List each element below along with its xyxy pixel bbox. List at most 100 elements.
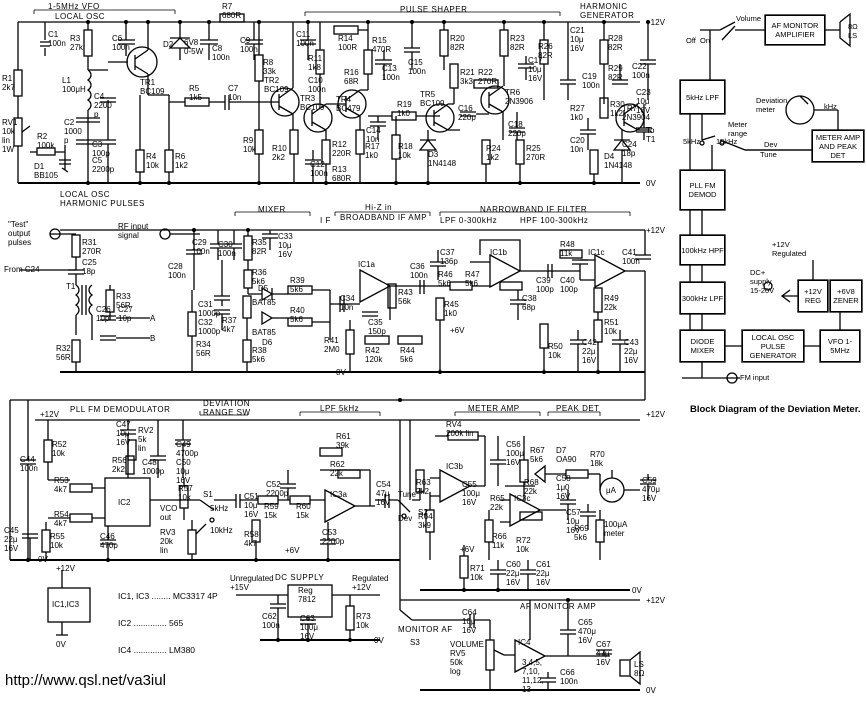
r19-label: R19 1k0 — [397, 100, 412, 118]
section-peak-det-label: PEAK DET — [556, 404, 600, 413]
vco-label: VCO out — [160, 504, 178, 522]
r72-label: R72 10k — [516, 536, 531, 554]
ic3c-label: IC3c — [514, 494, 531, 503]
c23-label: C23 10μ 16V — [636, 88, 651, 115]
c5-label: C5 2200p — [92, 156, 115, 174]
rail-6v-meter: +6V — [460, 545, 475, 554]
c66-label: C66 100n — [560, 668, 578, 686]
c63-label: C63 100μ 16V — [300, 614, 318, 641]
r32-label: R32 56R — [56, 344, 71, 362]
rv4-label: RV4 200k lin — [446, 420, 474, 438]
r60-label: R60 15k — [296, 502, 311, 520]
s3-label: S3 — [410, 638, 420, 647]
r28-label: R28 82R — [608, 34, 623, 52]
ic-list-name: IC1, IC3 — [118, 591, 150, 601]
ic3b-label: IC3b — [446, 462, 463, 471]
ic1a-label: IC1a — [358, 260, 375, 269]
r53-label: R53 4k7 — [54, 476, 69, 494]
r33-label: R33 56R — [116, 292, 131, 310]
test-output-label: "Test" output pulses — [8, 220, 32, 247]
c65-label: C65 470μ 16V — [578, 618, 596, 645]
r11-label: R11 1k8 — [308, 54, 323, 72]
ic-list-name: IC4 — [118, 645, 132, 655]
bd-volume-label: Volume — [736, 14, 762, 23]
r54-label: R54 4k7 — [54, 510, 69, 528]
r52-label: R52 10k — [52, 440, 67, 458]
block-diode-mixer: DIODE MIXER — [680, 330, 725, 362]
bat85a-label: BAT85 — [252, 298, 276, 307]
r49-label: R49 22k — [604, 294, 619, 312]
c37-label: C37 136p — [440, 248, 458, 266]
c39-label: C39 100p — [536, 276, 554, 294]
r71-label: R71 10k — [470, 564, 485, 582]
c30-label: C30 100n — [218, 240, 236, 258]
d2-label: D2 — [163, 40, 174, 49]
c16-label: C16 220p — [458, 104, 476, 122]
c33-label: C33 10μ 16V — [278, 232, 293, 259]
bd-5khz-label: 5kHz — [683, 137, 701, 146]
c9-label: C9 100n — [240, 36, 258, 54]
t1-label: T1 — [66, 282, 76, 291]
c32-label: C32 1000p — [198, 318, 221, 336]
r20-label: R20 82R — [450, 34, 465, 52]
c41-label: C41 100n — [622, 248, 640, 266]
c25-label: C25 18p — [82, 258, 97, 276]
r56-label: R56 2k2 — [112, 456, 127, 474]
block-zener: +6V8 ZENER — [830, 280, 862, 312]
c45-label: C45 22μ 16V — [4, 526, 19, 553]
r65-label: R65 22k — [490, 494, 505, 512]
d4-label: D4 1N4148 — [604, 152, 633, 170]
rail-reg: Regulated +12V — [352, 574, 389, 592]
ic1b-label: IC1b — [490, 248, 507, 257]
section-local-osc-label: LOCAL OSC — [55, 12, 105, 21]
block-100khz-hpf: 100kHz HPF — [680, 235, 725, 265]
c51-label: C51 10μ 16V — [244, 492, 259, 519]
r40-label: R40 5k6 — [290, 306, 305, 324]
rv2-label: RV2 5k lin — [138, 426, 154, 453]
r10-label: R10 2k2 — [272, 144, 287, 162]
c50-label: C50 10μ 16V — [176, 458, 191, 485]
r38-label: R38 5k6 — [252, 346, 267, 364]
bd-khz-label: kHz — [824, 102, 837, 111]
section-if-label: I F — [320, 216, 331, 225]
d5-label: D5 — [258, 284, 269, 293]
c35-label: C35 150p — [368, 318, 386, 336]
r25-label: R25 270R — [526, 144, 546, 162]
s1-5k-label: 5kHz — [210, 504, 229, 513]
ic3a-label: IC3a — [330, 490, 347, 499]
c27-label: C27 10p — [118, 305, 133, 323]
r66-label: R66 11k — [492, 532, 507, 550]
c12-label: C12 100n — [310, 160, 328, 178]
block-af-monitor: AF MONITOR AMPLIFIER — [765, 15, 825, 45]
tr5-label: TR5 BC109 — [420, 90, 445, 108]
r13-label: R13 680R — [332, 165, 352, 183]
ic4-pins-label: 3,4,5, 7,10, 11,12, 13 — [522, 658, 544, 694]
r4-label: R4 10k — [146, 152, 159, 170]
r70-label: R70 18k — [590, 450, 605, 468]
rail-0v-top: 0V — [646, 179, 656, 188]
c57-label: C57 10μ 16V — [566, 508, 581, 535]
r64-label: R64 3k9 — [418, 512, 433, 530]
rail-0v-dc: 0V — [374, 636, 384, 645]
r6-label: R6 1k2 — [175, 152, 188, 170]
r63-label: R63 2k2 — [416, 478, 431, 496]
r42-label: R42 120k — [365, 346, 383, 364]
bd-fm-input-label: FM input — [740, 373, 770, 382]
section-narrowband-label: NARROWBAND IF FILTER — [480, 205, 588, 214]
c28-label: C28 100n — [168, 262, 186, 280]
c52-label: C52 2200p — [266, 480, 289, 498]
rail-6v-lpf: +6V — [285, 546, 300, 555]
r61-label: R61 39k — [336, 432, 351, 450]
rail-12v-bot: +12V — [646, 410, 665, 419]
ic-list-part: MC3317 4P — [172, 591, 218, 601]
c22-label: C22 100n — [632, 62, 650, 80]
ic-list-row: IC1, IC3 ........ MC3317 4P — [118, 591, 218, 601]
section-harm-pulses-label: LOCAL OSC HARMONIC PULSES — [60, 190, 145, 208]
block-diagram-title: Block Diagram of the Deviation Meter. — [690, 404, 861, 415]
ic-power-label: IC1,IC3 — [52, 600, 80, 609]
bd-regulated-label: +12V Regulated — [772, 240, 807, 258]
c21-label: C21 10μ 16V — [570, 26, 585, 53]
reg-label: Reg 7812 — [298, 586, 316, 604]
r17-label: R17 1k0 — [365, 142, 380, 160]
r50-label: R50 10k — [548, 342, 563, 360]
